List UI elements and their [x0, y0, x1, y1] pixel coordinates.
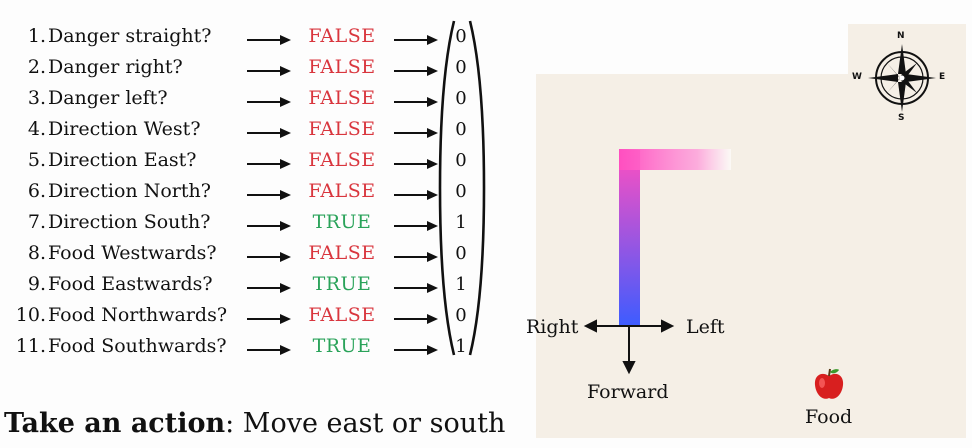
state-question-row: 4.Direction West? FALSE 0: [0, 114, 500, 145]
state-vector-bit: 0: [455, 305, 467, 326]
compass-n: N: [897, 31, 905, 41]
game-board: [536, 74, 966, 438]
question-text: Direction East?: [48, 149, 197, 171]
state-question-row: 11.Food Southwards? TRUE 1: [0, 331, 500, 362]
state-question-row: 5.Direction East? FALSE 0: [0, 145, 500, 176]
arrow-right-icon: [247, 186, 291, 200]
question-number: 4.: [27, 118, 46, 140]
question-text: Food Southwards?: [48, 335, 227, 357]
state-question-row: 1.Danger straight? FALSE 0: [0, 21, 500, 52]
state-question-row: 8.Food Westwards? FALSE 0: [0, 238, 500, 269]
question-number: 3.: [27, 87, 46, 109]
arrow-right-icon: [394, 217, 438, 231]
arrow-right-icon: [394, 310, 438, 324]
question-number: 10.: [15, 304, 46, 326]
compass-panel: [848, 24, 966, 76]
compass-s: S: [898, 113, 905, 123]
action-rest: : Move east or south: [225, 408, 506, 439]
state-vector-bit: 0: [455, 181, 467, 202]
right-label: Right: [526, 316, 579, 338]
arrow-right-icon: [247, 62, 291, 76]
state-vector-bit: 0: [455, 88, 467, 109]
forward-label: Forward: [587, 381, 669, 403]
question-text: Food Westwards?: [48, 242, 217, 264]
arrow-right-icon: [394, 279, 438, 293]
compass-w: W: [852, 72, 862, 82]
boolean-value: FALSE: [308, 149, 376, 171]
arrow-right-icon: [394, 248, 438, 262]
boolean-value: TRUE: [312, 335, 372, 357]
state-question-row: 7.Direction South? TRUE 1: [0, 207, 500, 238]
question-text: Food Northwards?: [48, 304, 228, 326]
arrow-right-icon: [394, 93, 438, 107]
state-question-row: 2.Danger right? FALSE 0: [0, 52, 500, 83]
arrow-right-icon: [247, 31, 291, 45]
arrow-right-icon: [247, 310, 291, 324]
question-number: 6.: [27, 180, 46, 202]
question-number: 5.: [27, 149, 46, 171]
action-sentence: Take an action: Move east or south: [4, 404, 505, 444]
state-vector-bit: 0: [455, 150, 467, 171]
boolean-value: FALSE: [308, 180, 376, 202]
question-text: Direction South?: [48, 211, 211, 233]
compass-e: E: [939, 72, 946, 82]
boolean-value: FALSE: [308, 25, 376, 47]
state-vector-bit: 0: [455, 119, 467, 140]
arrow-right-icon: [247, 341, 291, 355]
arrow-right-icon: [247, 248, 291, 262]
apple-icon: [814, 368, 844, 399]
food-label: Food: [805, 406, 853, 428]
state-vector-bit: 0: [455, 243, 467, 264]
boolean-value: FALSE: [308, 242, 376, 264]
state-question-row: 10.Food Northwards? FALSE 0: [0, 300, 500, 331]
state-vector-bit: 1: [455, 274, 467, 295]
arrow-right-icon: [394, 62, 438, 76]
arrow-right-icon: [394, 341, 438, 355]
boolean-value: FALSE: [308, 304, 376, 326]
state-vector-bit: 1: [455, 336, 467, 357]
state-question-row: 3.Danger left? FALSE 0: [0, 83, 500, 114]
boolean-value: FALSE: [308, 87, 376, 109]
arrow-right-icon: [247, 124, 291, 138]
question-number: 8.: [27, 242, 46, 264]
arrow-right-icon: [394, 124, 438, 138]
question-number: 1.: [27, 25, 46, 47]
left-label: Left: [686, 316, 725, 338]
action-bold: Take an action: [4, 408, 226, 439]
question-number: 2.: [27, 56, 46, 78]
state-vector-bit: 0: [455, 26, 467, 47]
boolean-value: TRUE: [312, 211, 372, 233]
question-text: Danger left?: [48, 87, 168, 109]
state-vector-bit: 1: [455, 212, 467, 233]
state-question-row: 6.Direction North? FALSE 0: [0, 176, 500, 207]
question-number: 7.: [27, 211, 46, 233]
boolean-value: FALSE: [308, 118, 376, 140]
arrow-right-icon: [394, 186, 438, 200]
arrow-right-icon: [394, 155, 438, 169]
arrow-right-icon: [247, 155, 291, 169]
boolean-value: TRUE: [312, 273, 372, 295]
arrow-right-icon: [247, 217, 291, 231]
question-text: Direction West?: [48, 118, 201, 140]
state-question-row: 9.Food Eastwards? TRUE 1: [0, 269, 500, 300]
question-number: 11.: [15, 335, 46, 357]
question-text: Food Eastwards?: [48, 273, 213, 295]
question-number: 9.: [27, 273, 46, 295]
question-text: Danger straight?: [48, 25, 212, 47]
state-vector-bit: 0: [455, 57, 467, 78]
question-text: Direction North?: [48, 180, 211, 202]
vector-right-paren: [468, 20, 486, 356]
arrow-right-icon: [394, 31, 438, 45]
arrow-right-icon: [247, 279, 291, 293]
vector-left-paren: [438, 20, 456, 356]
question-text: Danger right?: [48, 56, 183, 78]
arrow-right-icon: [247, 93, 291, 107]
boolean-value: FALSE: [308, 56, 376, 78]
compass-rose-icon: [868, 44, 936, 112]
